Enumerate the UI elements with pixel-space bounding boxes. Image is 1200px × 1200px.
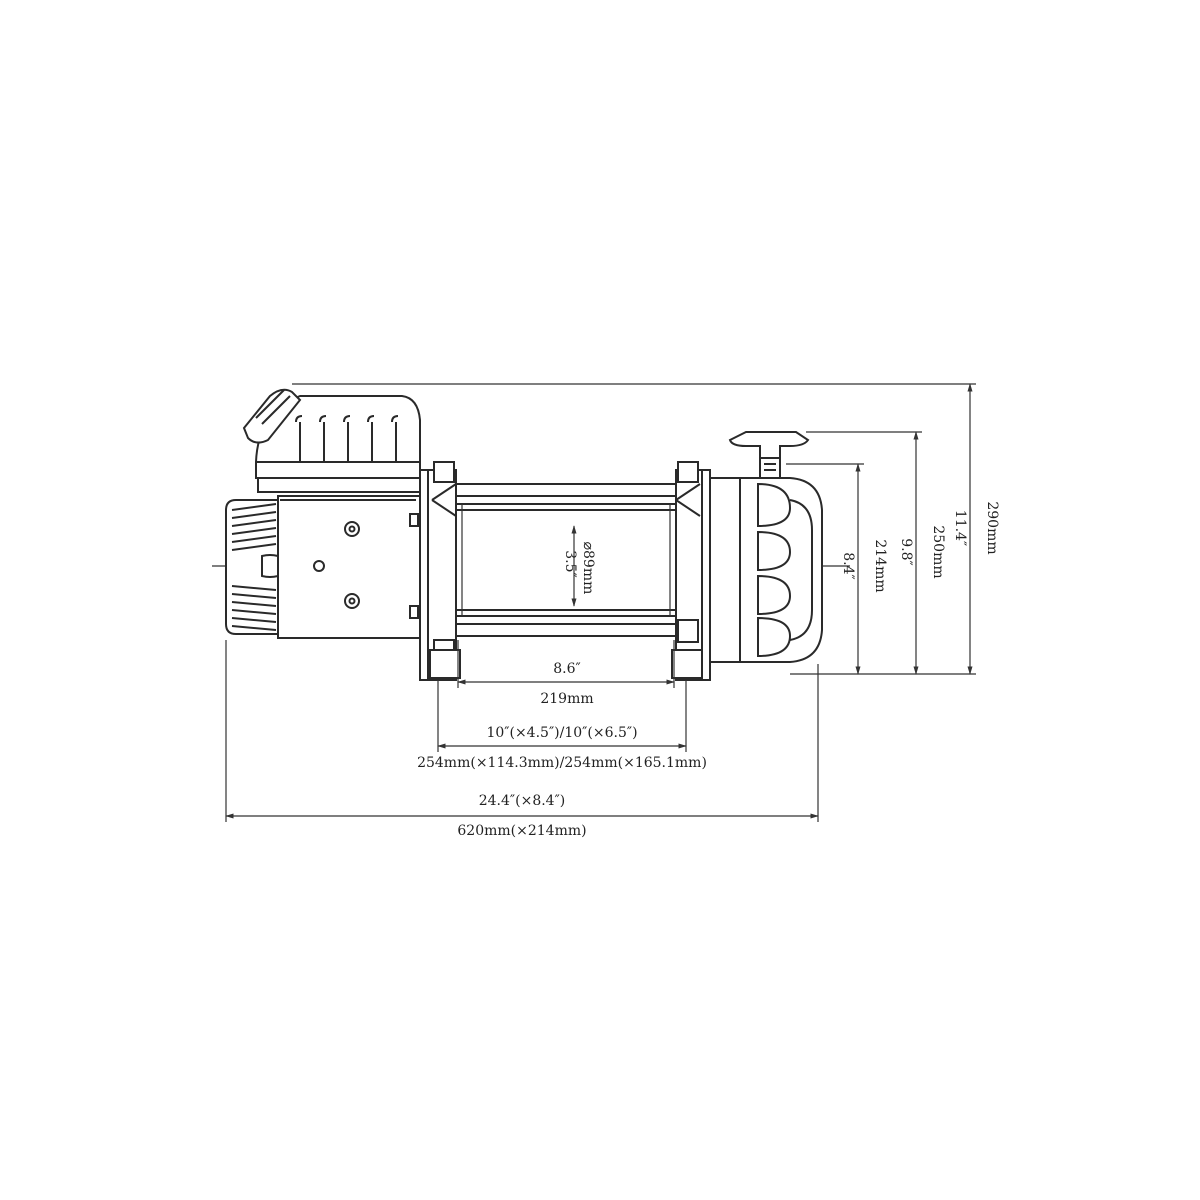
tie-bar-top — [455, 483, 681, 497]
left-end-bracket — [419, 461, 461, 681]
winch-body — [212, 388, 850, 681]
tie-bar-bottom — [455, 623, 681, 637]
cable-drum — [455, 503, 677, 617]
screw-icon — [344, 521, 360, 537]
drum-length-mm-label: 219mm — [540, 691, 593, 707]
gearbox-ribs — [757, 482, 813, 658]
dimension-lines — [225, 383, 976, 822]
clutch-handle — [728, 431, 810, 479]
height-3-mm-label: 290mm — [984, 501, 1000, 554]
height-2-in-label: 9.8″ — [898, 538, 914, 566]
mount-mm-label: 254mm(×114.3mm)/254mm(×165.1mm) — [417, 755, 707, 771]
gearbox-housing — [709, 477, 823, 663]
height-2-mm-label: 250mm — [930, 525, 946, 578]
control-box — [242, 388, 421, 493]
drum-diameter-mm-label: ⌀89mm — [580, 542, 596, 595]
height-3-in-label: 11.4″ — [952, 510, 968, 546]
overall-mm-label: 620mm(×214mm) — [457, 823, 586, 839]
mount-in-label: 10″(×4.5″)/10″(×6.5″) — [486, 725, 637, 741]
connector-plug — [242, 388, 302, 444]
motor-housing — [277, 495, 421, 639]
motor-end-cap — [225, 499, 279, 635]
drum-length-in-label: 8.6″ — [553, 661, 581, 677]
screw-icon — [344, 593, 360, 609]
overall-in-label: 24.4″(×8.4″) — [479, 793, 566, 809]
right-end-bracket — [671, 461, 711, 681]
height-1-mm-label: 214mm — [872, 539, 888, 592]
cooling-fins — [231, 503, 277, 631]
drum-diameter-in-label: 3.5″ — [562, 550, 578, 578]
bolt-icon — [313, 560, 325, 572]
height-1-in-label: 8.4″ — [840, 552, 856, 580]
